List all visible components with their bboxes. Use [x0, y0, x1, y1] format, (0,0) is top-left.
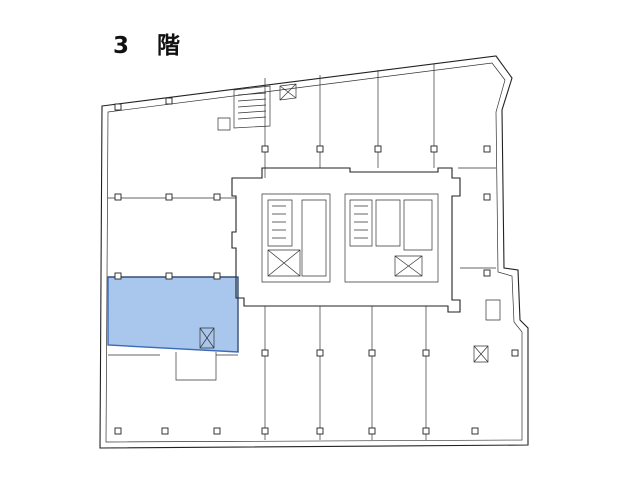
columns — [114, 97, 519, 435]
stairwell — [217, 83, 297, 131]
shafts — [199, 299, 501, 363]
outer-walls — [99, 55, 529, 449]
highlighted-unit[interactable] — [107, 276, 239, 353]
floor-title: 3 階 — [113, 33, 191, 59]
building-core — [231, 167, 461, 313]
